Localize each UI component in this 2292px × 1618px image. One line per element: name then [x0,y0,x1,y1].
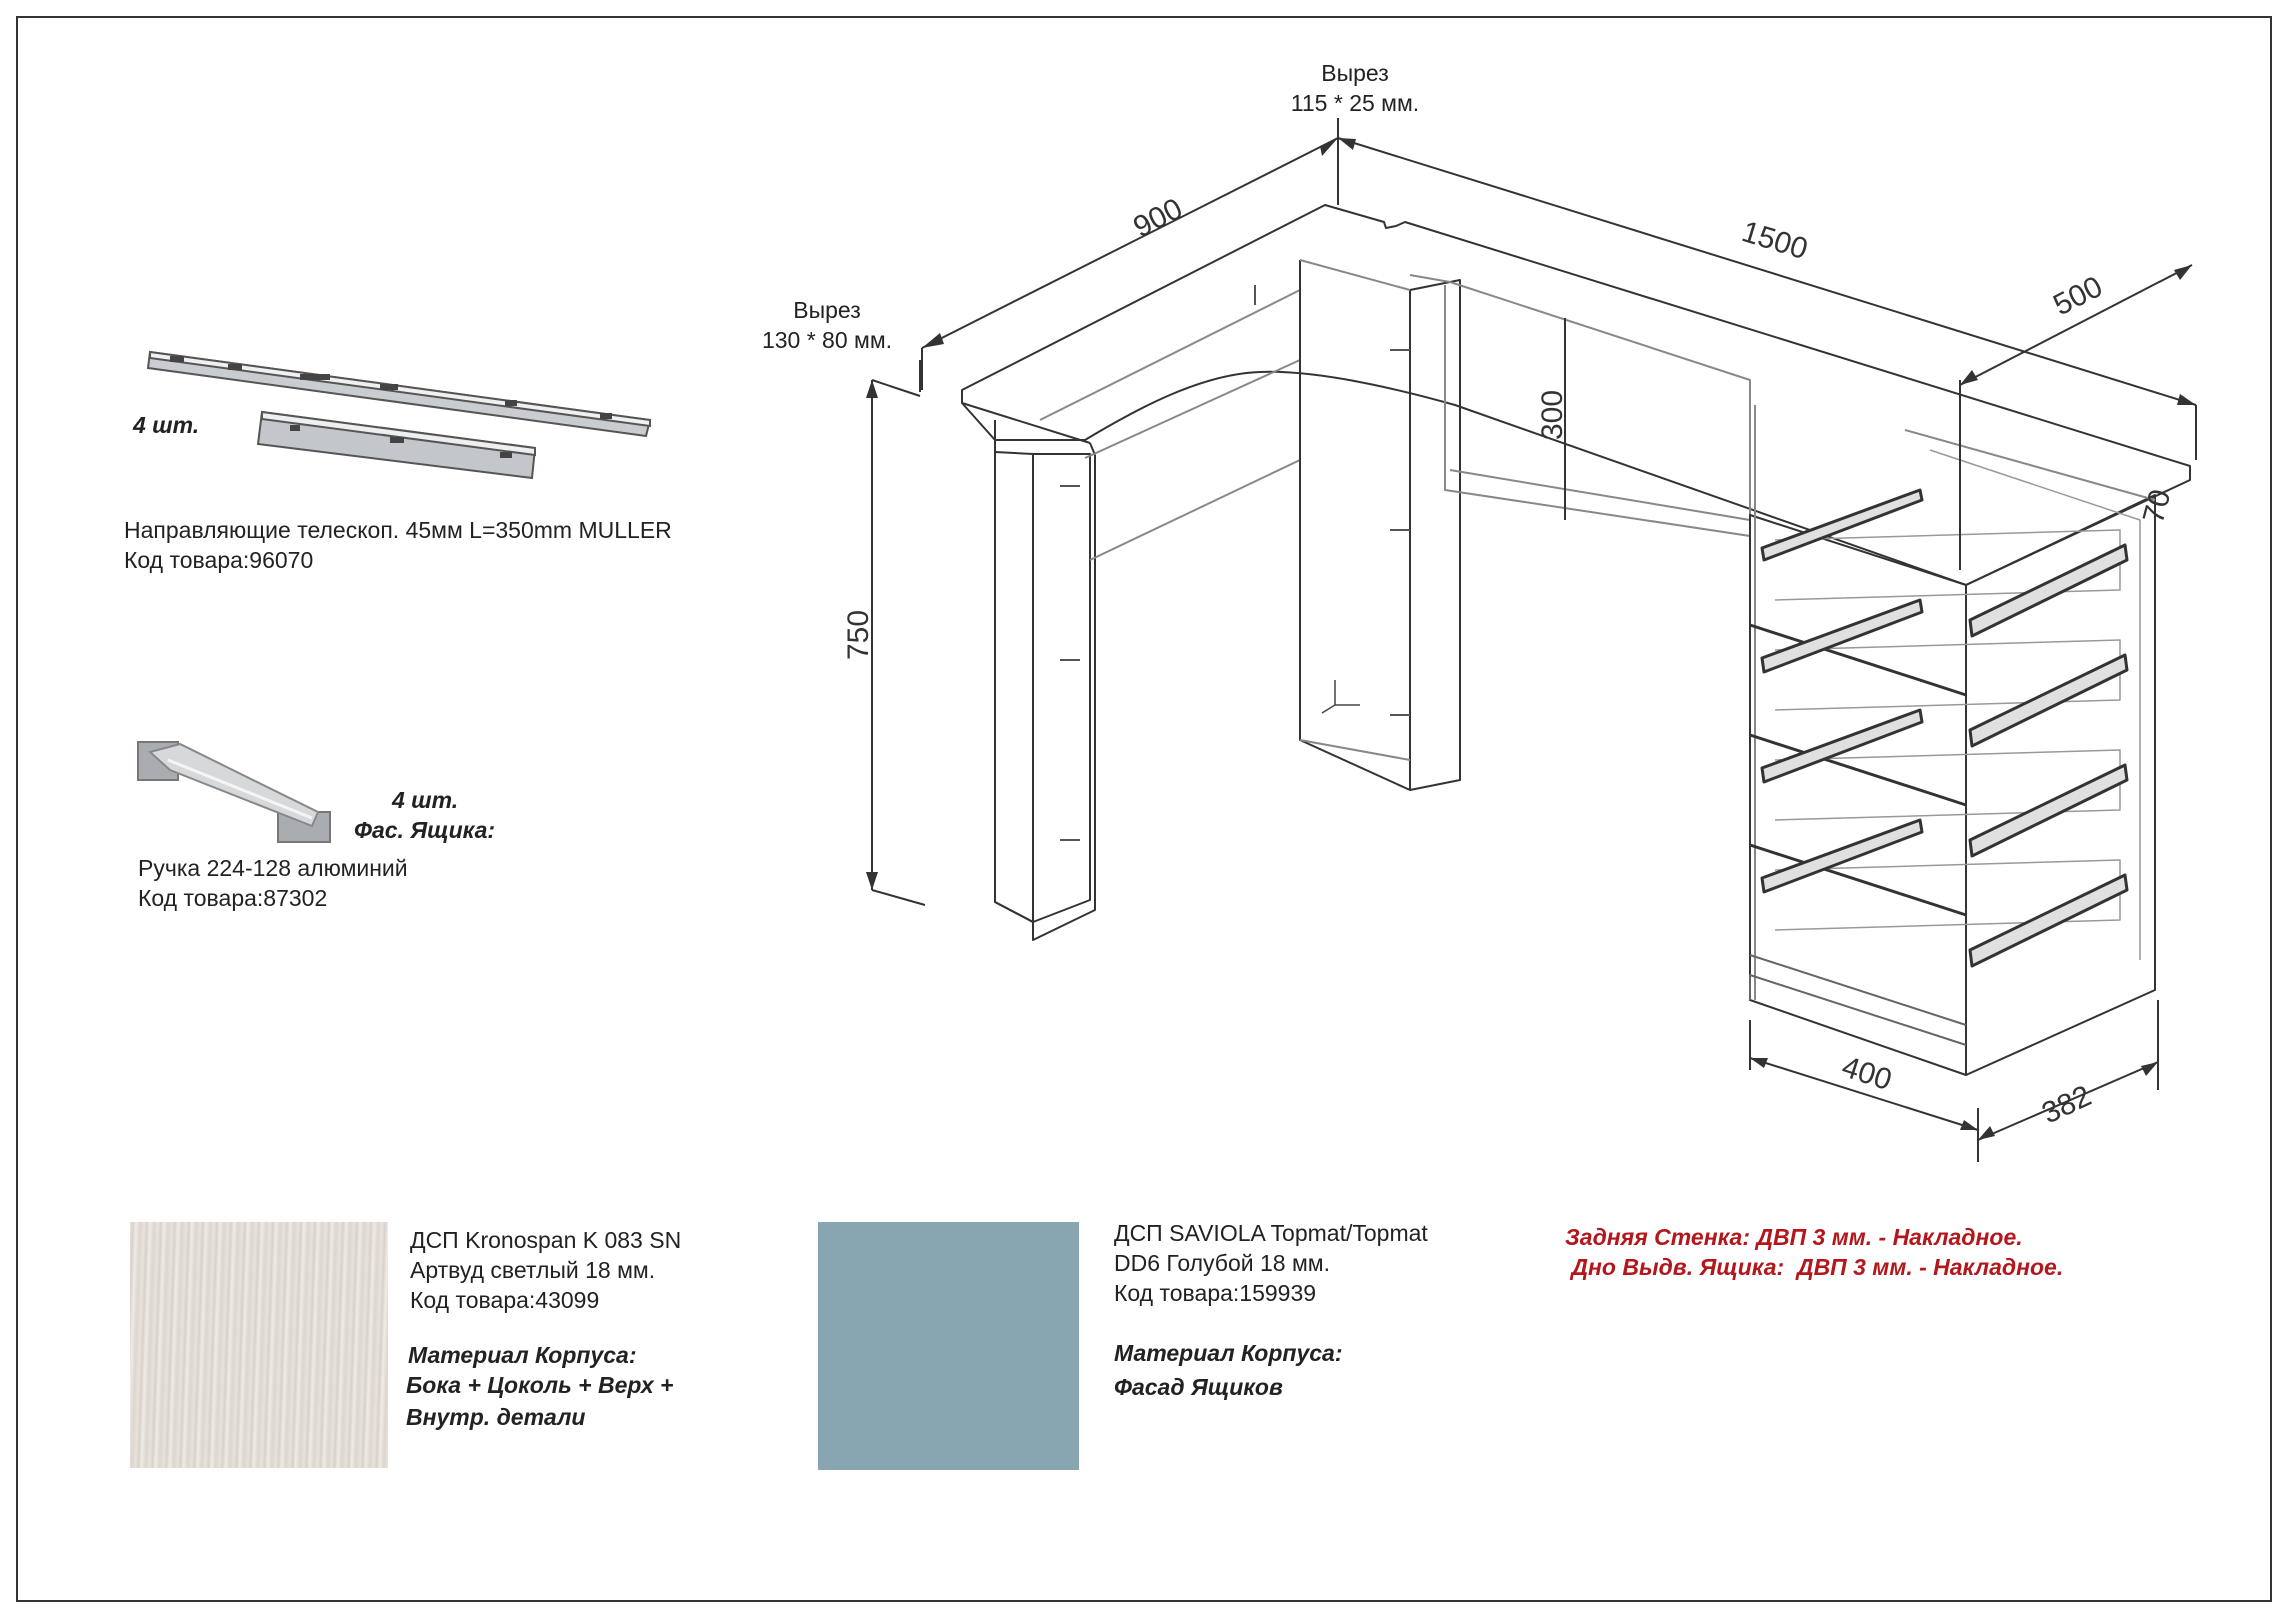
handle-code: Код товара:87302 [138,885,328,911]
dimension-lines [871,118,2197,1162]
rails-quantity: 4 шт. [133,412,200,438]
desk-wireframe [961,204,2191,1076]
facade-material-parts: Фасад Ящиков [1114,1374,1283,1400]
facade-material-swatch [818,1222,1079,1470]
body-material-code: Код товара:43099 [410,1287,600,1313]
body-material-swatch [130,1222,388,1468]
body-material-title: Материал Корпуса: [408,1342,637,1368]
facade-material-color: DD6 Голубой 18 мм. [1114,1250,1330,1276]
dim-750: 750 [842,610,875,660]
drawing-frame [16,16,2272,1602]
body-material-color: Артвуд светлый 18 мм. [410,1257,656,1283]
dim-400: 400 [1838,1050,1896,1097]
facade-material-code: Код товара:159939 [1114,1280,1317,1306]
handle-purpose: Фас. Ящика: [354,817,496,843]
dim-500: 500 [2048,270,2108,322]
handle-name: Ручка 224-128 алюминий [138,855,408,881]
cutout-top-label: Вырез 115 * 25 мм. [1270,58,1440,118]
dim-300: 300 [1536,390,1569,440]
cutout-left-label: Вырез 130 * 80 мм. [752,295,902,355]
drawer-bottom-note: Дно Выдв. Ящика: ДВП 3 мм. - Накладное. [1565,1254,2064,1280]
cutout-top-title: Вырез [1321,60,1389,86]
facade-material-title: Материал Корпуса: [1114,1340,1343,1366]
dim-382: 382 [2037,1079,2096,1130]
handle-quantity: 4 шт. [392,787,459,813]
facade-material-name: ДСП SAVIOLA Topmat/Topmat [1114,1220,1428,1246]
cutout-left-size: 130 * 80 мм. [761,327,893,353]
back-panel-note: Задняя Стенка: ДВП 3 мм. - Накладное. [1565,1224,2023,1250]
body-material-parts-2: Внутр. детали [406,1404,586,1430]
rails-code: Код товара:96070 [124,547,314,573]
body-material-name: ДСП Kronospan K 083 SN [410,1227,682,1253]
dim-900: 900 [1128,192,1188,244]
rails-name: Направляющие телескоп. 45мм L=350mm MULL… [124,517,672,543]
cutout-left-title: Вырез [793,297,861,323]
handle-image [137,741,331,843]
dim-1500: 1500 [1738,215,1811,266]
cutout-top-size: 115 * 25 мм. [1290,90,1420,116]
telescopic-rail-image [146,350,652,480]
dim-70: 70 [2137,486,2178,527]
body-material-parts: Бока + Цоколь + Верх + [406,1372,674,1398]
